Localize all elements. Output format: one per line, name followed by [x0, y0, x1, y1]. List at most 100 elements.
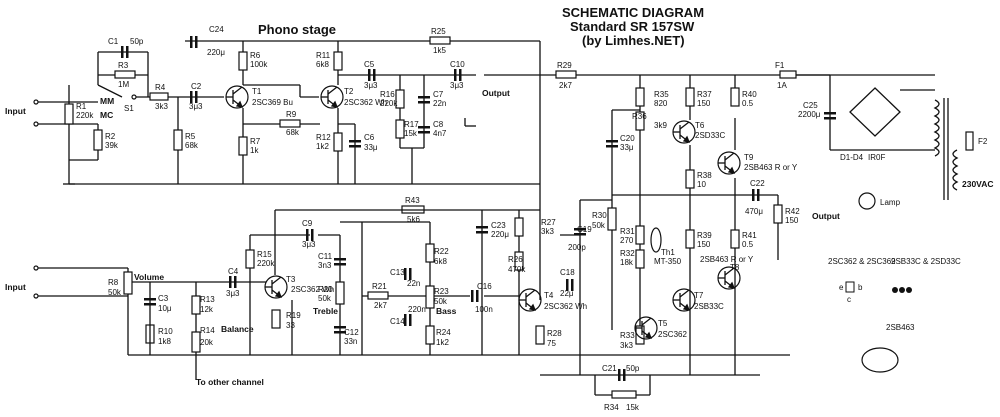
svg-text:1k5: 1k5 — [433, 46, 446, 55]
title-line-2: Standard SR 157SW — [570, 19, 695, 34]
svg-text:T3: T3 — [286, 275, 296, 284]
svg-text:T1: T1 — [252, 87, 262, 96]
switch-contact — [131, 94, 137, 100]
svg-text:R4: R4 — [155, 83, 166, 92]
svg-text:2SC362 Wh: 2SC362 Wh — [544, 302, 587, 311]
svg-text:C21: C21 — [602, 364, 617, 373]
svg-text:2k7: 2k7 — [374, 301, 387, 310]
mains-transformer — [933, 98, 959, 200]
svg-text:R24: R24 — [436, 328, 451, 337]
transistor-t7: T7 2SB33C — [672, 288, 724, 312]
svg-text:150: 150 — [697, 99, 711, 108]
svg-text:C8: C8 — [433, 120, 444, 129]
label-bass: Bass — [436, 306, 457, 316]
svg-text:C9: C9 — [302, 219, 313, 228]
svg-text:2SC362 & 2SC369: 2SC362 & 2SC369 — [828, 257, 896, 266]
svg-text:R35: R35 — [654, 90, 669, 99]
svg-text:2SC362 Wh: 2SC362 Wh — [291, 285, 334, 294]
component-c9: C9 3μ3 — [302, 219, 316, 249]
label-balance: Balance — [221, 324, 254, 334]
svg-text:22n: 22n — [407, 279, 420, 288]
svg-text:C11: C11 — [318, 252, 333, 261]
svg-text:C13: C13 — [390, 268, 405, 277]
pinout-legend: 2SC362 & 2SC369 2SB33C & 2SD33C 2SB33C &… — [828, 257, 961, 373]
svg-text:D1-D4: D1-D4 — [840, 153, 864, 162]
svg-text:IR0F: IR0F — [868, 153, 885, 162]
svg-text:R43: R43 — [405, 196, 420, 205]
svg-text:R8: R8 — [108, 278, 119, 287]
label-mc: MC — [100, 110, 113, 120]
svg-text:50k: 50k — [108, 288, 122, 297]
svg-text:T7: T7 — [694, 291, 704, 300]
title-line-3: (by Limhes.NET) — [582, 33, 685, 48]
output-phono-label: Output — [482, 88, 510, 98]
svg-text:0.5: 0.5 — [742, 240, 754, 249]
svg-text:R16: R16 — [380, 90, 395, 99]
svg-text:2SB33C & 2SD33C: 2SB33C & 2SD33C — [891, 257, 961, 266]
svg-text:220μ: 220μ — [491, 230, 509, 239]
svg-text:R32: R32 — [620, 249, 635, 258]
svg-text:220μ: 220μ — [207, 48, 225, 57]
svg-text:R29: R29 — [557, 61, 572, 70]
svg-text:50k: 50k — [592, 221, 606, 230]
svg-text:18k: 18k — [620, 258, 634, 267]
svg-text:R22: R22 — [434, 247, 449, 256]
svg-text:C14: C14 — [390, 317, 405, 326]
svg-text:R42: R42 — [785, 207, 800, 216]
svg-text:3μ3: 3μ3 — [302, 240, 316, 249]
svg-text:C4: C4 — [228, 267, 239, 276]
label-mains: 230VAC — [962, 179, 994, 189]
svg-text:50p: 50p — [130, 37, 144, 46]
svg-text:5k6: 5k6 — [407, 215, 420, 224]
svg-text:3n3: 3n3 — [318, 261, 332, 270]
svg-text:R14: R14 — [200, 326, 215, 335]
component-f2: F2 — [965, 131, 988, 151]
svg-text:4n7: 4n7 — [433, 129, 447, 138]
svg-text:R1: R1 — [76, 102, 87, 111]
svg-text:2SB33C: 2SB33C — [694, 302, 724, 311]
title-line-1: SCHEMATIC DIAGRAM — [562, 5, 704, 20]
svg-text:220k: 220k — [257, 259, 275, 268]
svg-text:68k: 68k — [286, 128, 300, 137]
svg-text:470μ: 470μ — [745, 207, 763, 216]
svg-text:1M: 1M — [118, 80, 129, 89]
svg-text:220k: 220k — [380, 99, 398, 108]
svg-text:3μ3: 3μ3 — [226, 289, 240, 298]
svg-text:R17: R17 — [404, 120, 419, 129]
svg-text:C3: C3 — [158, 294, 169, 303]
svg-text:T9: T9 — [744, 153, 754, 162]
svg-text:R39: R39 — [697, 231, 712, 240]
svg-text:6k8: 6k8 — [434, 257, 447, 266]
